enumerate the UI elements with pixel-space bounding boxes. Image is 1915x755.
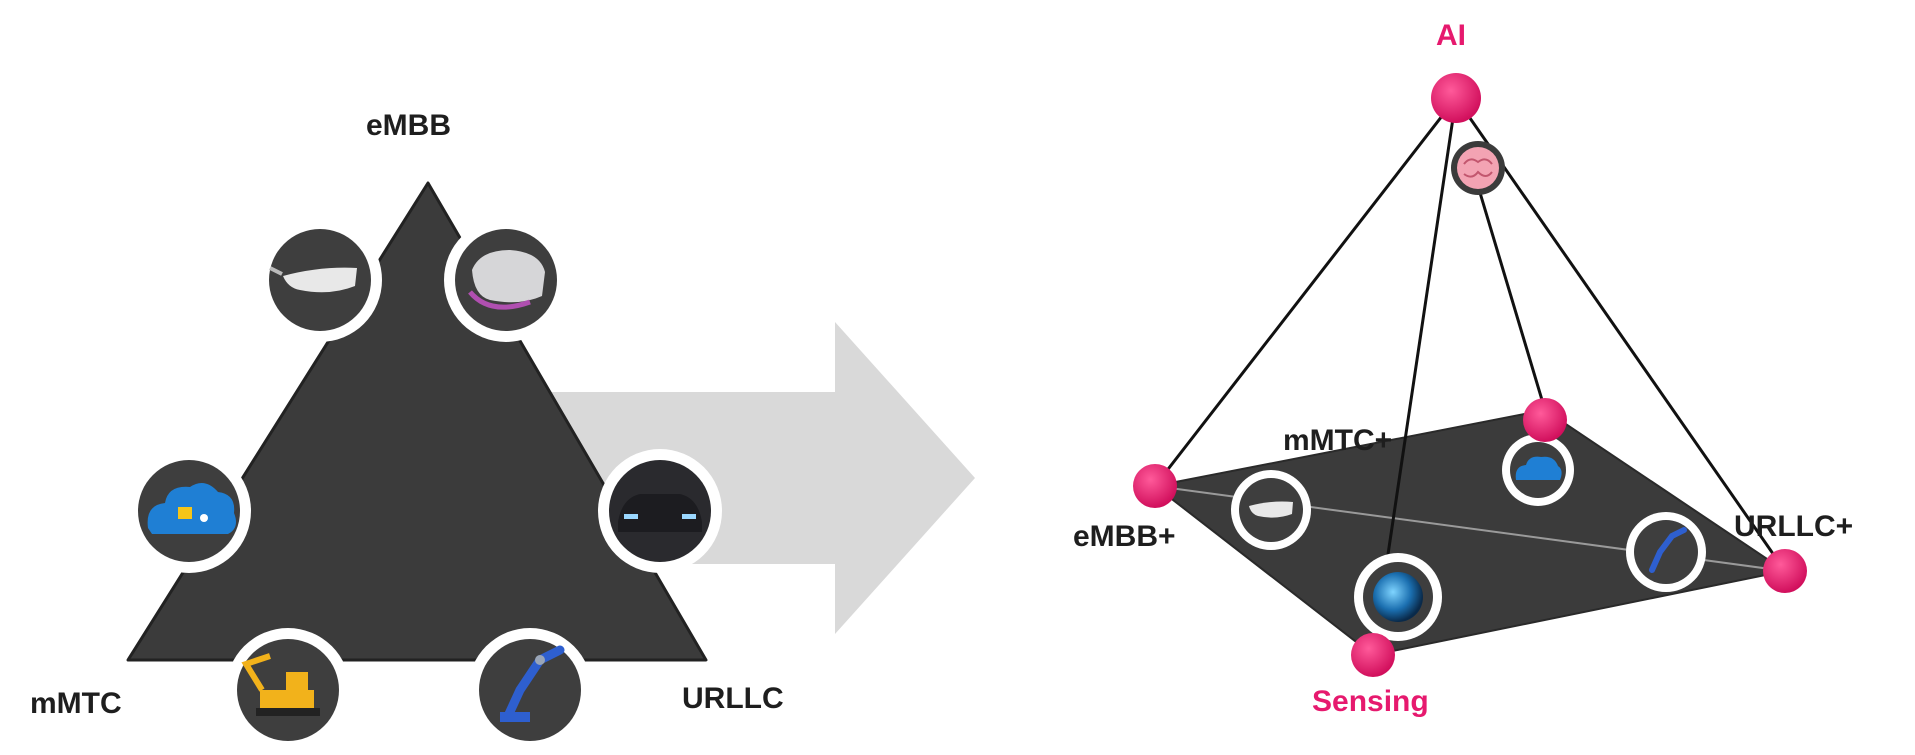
node-embb-plus [1133, 464, 1177, 508]
left-triangle-group: eMBB mMTC URLLC [30, 109, 975, 752]
robot-arm-icon [1626, 512, 1706, 592]
label-mmtc-plus: mMTC+ [1283, 424, 1392, 457]
car-icon [598, 449, 722, 573]
excavator-icon [226, 628, 350, 752]
label-urllc-plus: URLLC+ [1734, 510, 1853, 543]
label-sensing: Sensing [1312, 685, 1429, 718]
smart-glasses-icon [258, 218, 382, 342]
smart-glasses-icon [1231, 470, 1311, 550]
label-embb-plus: eMBB+ [1073, 520, 1176, 553]
right-pyramid-group: AI mMTC+ eMBB+ URLLC+ Sensing [1073, 19, 1853, 718]
node-ai [1431, 73, 1481, 123]
robot-arm-icon [468, 628, 592, 752]
node-urllc-plus [1763, 549, 1807, 593]
label-urllc: URLLC [682, 682, 784, 715]
label-mmtc: mMTC [30, 687, 122, 720]
capability-triangle [126, 181, 708, 662]
iot-cloud-icon [127, 449, 251, 573]
vr-headset-icon [444, 218, 568, 342]
iot-cloud-icon [1502, 434, 1574, 506]
node-sensing [1351, 633, 1395, 677]
label-embb: eMBB [366, 109, 451, 142]
node-mmtc-plus [1523, 398, 1567, 442]
label-ai: AI [1436, 19, 1466, 52]
sensing-globe-icon [1354, 553, 1442, 641]
brain-icon [1451, 141, 1505, 195]
